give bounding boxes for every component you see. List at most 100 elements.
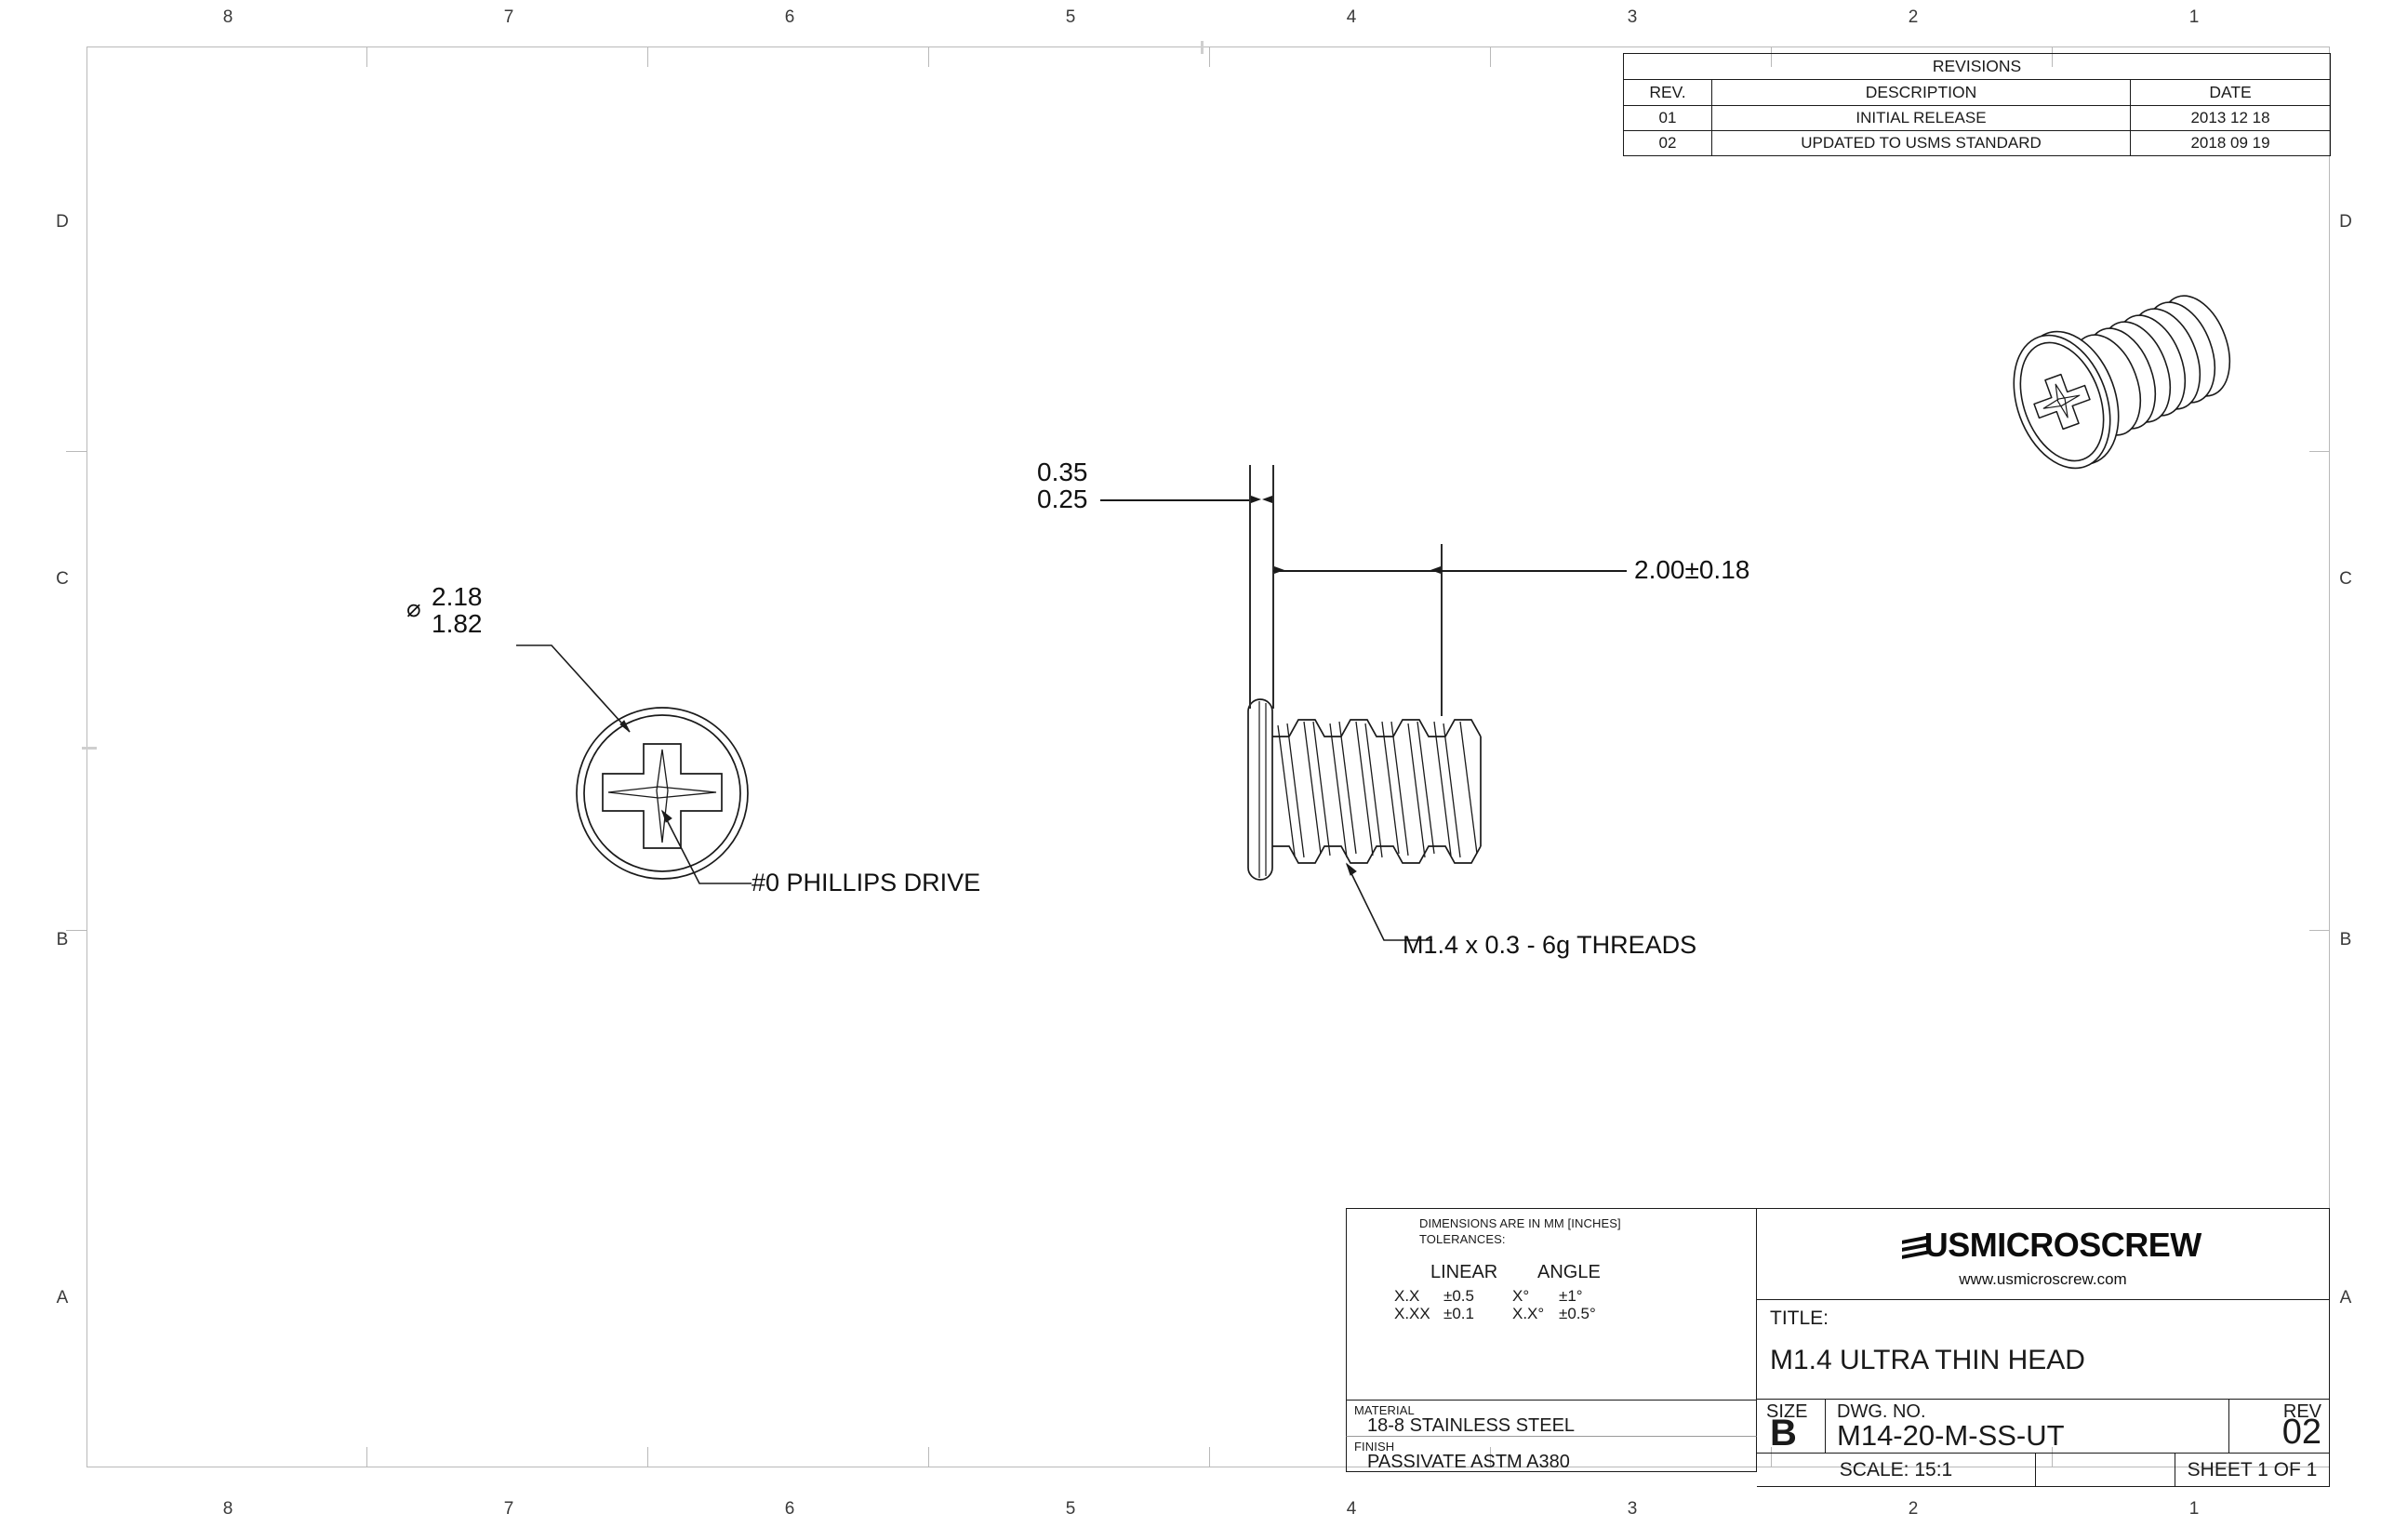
zone-tick-right bbox=[2309, 930, 2330, 932]
zone-tick-left bbox=[66, 930, 86, 932]
title-block: DIMENSIONS ARE IN MM [INCHES] TOLERANCES… bbox=[1346, 1208, 2330, 1487]
dwg-number-cell: DWG. NO. M14-20-M-SS-UT bbox=[1826, 1400, 2229, 1454]
zone-letter-right-D: D bbox=[2339, 212, 2352, 232]
zone-letter-left-D: D bbox=[56, 212, 69, 232]
rev-date: 2013 12 18 bbox=[2130, 105, 2331, 131]
zone-tick-bottom bbox=[1771, 1447, 1773, 1467]
zone-tick-bottom bbox=[1209, 1447, 1211, 1467]
head-outer-circle bbox=[576, 707, 749, 880]
title-label: TITLE: bbox=[1770, 1308, 1829, 1329]
head-thickness-dim-line bbox=[1100, 499, 1249, 501]
isometric-screw-view bbox=[2013, 295, 2231, 470]
zone-number-bottom-7: 7 bbox=[503, 1499, 514, 1519]
length-arrow-right bbox=[1430, 566, 1441, 574]
drive-note-label: #0 PHILLIPS DRIVE bbox=[752, 869, 981, 896]
head-diameter-min: 1.82 bbox=[432, 609, 483, 639]
zone-number-top-7: 7 bbox=[503, 7, 514, 27]
drawing-sheet-border bbox=[86, 46, 2330, 1467]
zone-number-bottom-4: 4 bbox=[1346, 1499, 1357, 1519]
table-row: 02 UPDATED TO USMS STANDARD 2018 09 19 bbox=[1623, 130, 2331, 156]
revisions-header-row: REV. DESCRIPTION DATE bbox=[1623, 79, 2331, 106]
zone-number-bottom-2: 2 bbox=[1908, 1499, 1919, 1519]
length-arrow-left bbox=[1274, 566, 1284, 574]
head-inner-circle bbox=[583, 714, 741, 872]
units-note: DIMENSIONS ARE IN MM [INCHES] bbox=[1419, 1216, 1621, 1230]
zone-tick-top bbox=[366, 46, 368, 67]
zone-number-top-2: 2 bbox=[1908, 7, 1919, 27]
zone-number-bottom-3: 3 bbox=[1627, 1499, 1638, 1519]
page-title: M1.4 ULTRA THIN HEAD bbox=[1770, 1345, 2085, 1375]
head-diameter-max: 2.18 bbox=[432, 582, 483, 611]
rev-number: 02 bbox=[1623, 130, 1712, 156]
dwg-label: DWG. NO. bbox=[1837, 1401, 1926, 1422]
rev-cell: REV 02 bbox=[2229, 1400, 2330, 1454]
zone-tick-bottom bbox=[1490, 1447, 1492, 1467]
zone-tick-bottom bbox=[928, 1447, 930, 1467]
zone-number-bottom-8: 8 bbox=[222, 1499, 233, 1519]
finish-cell: FINISH PASSIVATE ASTM A380 bbox=[1346, 1436, 1757, 1472]
thread-profile bbox=[1272, 719, 1482, 864]
rev-label: REV bbox=[2282, 1401, 2321, 1422]
size-value: B bbox=[1770, 1413, 1797, 1454]
extension-line-head-left bbox=[1249, 465, 1251, 709]
extension-line-head-right bbox=[1272, 465, 1274, 709]
zone-letter-right-C: C bbox=[2339, 569, 2352, 589]
finish-value: PASSIVATE ASTM A380 bbox=[1367, 1452, 1570, 1472]
company-url[interactable]: www.usmicroscrew.com bbox=[1959, 1270, 2127, 1288]
linear-tol-1: ±0.5 bbox=[1443, 1287, 1474, 1305]
column-header-date: DATE bbox=[2130, 79, 2331, 106]
zone-letter-left-A: A bbox=[56, 1288, 69, 1308]
rev-description: INITIAL RELEASE bbox=[1711, 105, 2131, 131]
length-dim-line bbox=[1273, 570, 1627, 572]
zone-tick-bottom bbox=[2052, 1447, 2054, 1467]
zone-letter-left-C: C bbox=[56, 569, 69, 589]
finish-label: FINISH bbox=[1354, 1440, 1395, 1454]
zone-tick-top bbox=[647, 46, 649, 67]
zone-tick-top bbox=[1209, 46, 1211, 67]
extension-line-thread-end bbox=[1441, 544, 1443, 716]
table-row: 01 INITIAL RELEASE 2013 12 18 bbox=[1623, 105, 2331, 131]
column-header-rev: REV. bbox=[1623, 79, 1712, 106]
side-view-screw bbox=[1247, 698, 1482, 881]
scale-value: SCALE: 15:1 bbox=[1839, 1459, 1953, 1480]
linear-place-2: X.XX bbox=[1394, 1305, 1430, 1322]
thread-leader-line bbox=[1345, 862, 1432, 941]
angle-tol-1: ±1° bbox=[1559, 1287, 1583, 1305]
zone-letter-right-B: B bbox=[2339, 930, 2352, 949]
front-view-screw-head bbox=[576, 707, 749, 880]
rev-number: 01 bbox=[1623, 105, 1712, 131]
diameter-leader-line bbox=[516, 644, 631, 733]
zone-number-top-4: 4 bbox=[1346, 7, 1357, 27]
sheet-value: SHEET 1 OF 1 bbox=[2187, 1459, 2318, 1480]
rev-date: 2018 09 19 bbox=[2130, 130, 2331, 156]
drawing-title-cell: TITLE: M1.4 ULTRA THIN HEAD bbox=[1757, 1300, 2330, 1400]
size-label: SIZE bbox=[1766, 1401, 1808, 1422]
head-thickness-min: 0.25 bbox=[1037, 485, 1088, 514]
revisions-title: REVISIONS bbox=[1623, 53, 2331, 80]
zone-number-bottom-1: 1 bbox=[2188, 1499, 2200, 1519]
head-thickness-arrow-right bbox=[1262, 496, 1272, 503]
rev-description: UPDATED TO USMS STANDARD bbox=[1711, 130, 2131, 156]
revisions-table: REVISIONS REV. DESCRIPTION DATE 01 INITI… bbox=[1623, 53, 2331, 156]
company-branding: USMICROSCREW www.usmicroscrew.com bbox=[1757, 1208, 2330, 1300]
zone-letter-left-B: B bbox=[56, 930, 69, 949]
linear-place-1: X.X bbox=[1394, 1287, 1420, 1305]
head-thickness-max: 0.35 bbox=[1037, 458, 1088, 486]
material-cell: MATERIAL 18-8 STAINLESS STEEL bbox=[1346, 1400, 1757, 1436]
dwg-value: M14-20-M-SS-UT bbox=[1837, 1419, 2065, 1452]
head-thickness-callout: 0.35 0.25 bbox=[1037, 458, 1088, 512]
rev-value: 02 bbox=[2281, 1413, 2321, 1452]
zone-number-bottom-6: 6 bbox=[784, 1499, 795, 1519]
linear-tol-2: ±0.1 bbox=[1443, 1305, 1474, 1322]
head-profile bbox=[1247, 698, 1273, 881]
center-mark-top bbox=[1201, 41, 1204, 54]
tolerance-block: DIMENSIONS ARE IN MM [INCHES] TOLERANCES… bbox=[1346, 1208, 1757, 1400]
length-dimension-label: 2.00±0.18 bbox=[1634, 555, 1750, 584]
zone-letter-right-A: A bbox=[2339, 1288, 2352, 1308]
diameter-symbol-icon: ⌀ bbox=[406, 594, 421, 622]
zone-tick-bottom bbox=[366, 1447, 368, 1467]
scale-cell: SCALE: 15:1 bbox=[1757, 1454, 2036, 1487]
material-label: MATERIAL bbox=[1354, 1403, 1415, 1417]
scale-spacer-cell bbox=[2036, 1454, 2175, 1487]
zone-tick-left bbox=[66, 451, 86, 453]
